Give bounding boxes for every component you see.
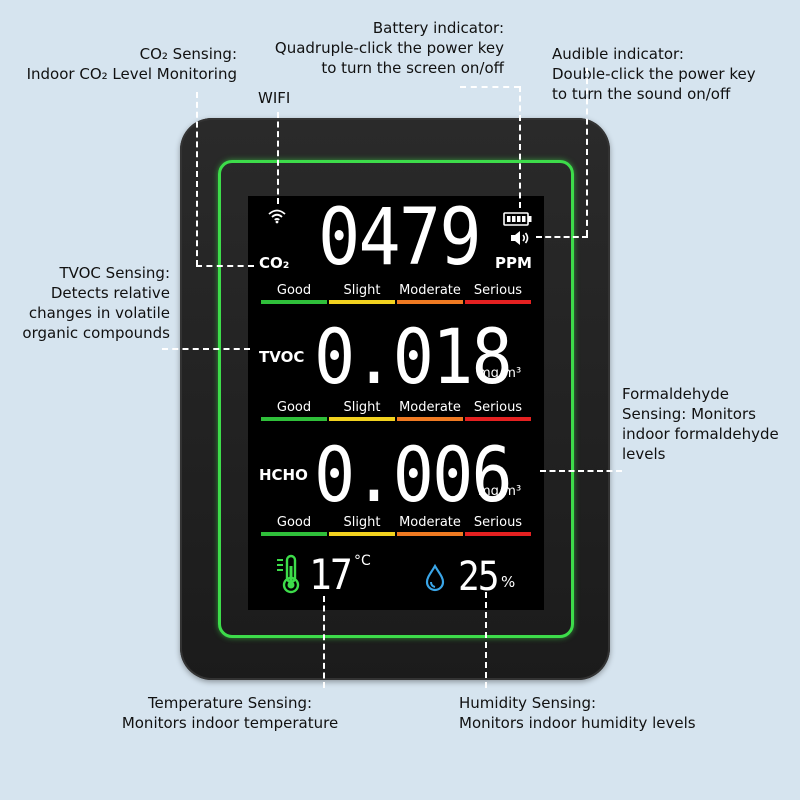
wifi-annotation: WIFI — [258, 88, 290, 108]
leader-line — [519, 86, 521, 208]
co2-value: 0479 — [318, 193, 482, 283]
speaker-icon — [511, 231, 529, 245]
annotation-title: Temperature Sensing: — [147, 694, 313, 712]
screen-frame — [218, 160, 574, 638]
annotation-text: to turn the sound on/off — [552, 85, 731, 103]
annotation-text: to turn the screen on/off — [321, 59, 504, 77]
co2-label: CO₂ — [259, 254, 290, 272]
level-label: Good — [276, 515, 312, 530]
annotation-title: TVOC Sensing: — [59, 264, 170, 282]
level-label: Serious — [473, 515, 523, 530]
level-label: Moderate — [399, 400, 461, 415]
level-label: Serious — [473, 283, 523, 298]
leader-line — [540, 470, 622, 472]
level-bar — [329, 532, 395, 536]
level-label: Slight — [343, 283, 381, 298]
annotation-text: Monitors indoor humidity levels — [459, 714, 696, 732]
level-bar — [261, 300, 327, 304]
level-label: Moderate — [399, 515, 461, 530]
co2-annotation: CO₂ Sensing: Indoor CO₂ Level Monitoring — [27, 44, 237, 84]
battery-annotation: Battery indicator: Quadruple-click the p… — [275, 18, 504, 78]
annotation-text: levels — [622, 445, 666, 463]
annotation-title: WIFI — [258, 89, 291, 107]
tvoc-level-scale: Good Slight Moderate Serious — [261, 400, 531, 422]
annotation-text: Detects relative — [50, 284, 170, 302]
tvoc-annotation: TVOC Sensing: Detects relative changes i… — [22, 263, 170, 343]
tvoc-unit: mg/m³ — [478, 366, 522, 381]
level-label: Moderate — [399, 283, 461, 298]
leader-line — [323, 596, 325, 688]
annotation-title: Battery indicator: — [372, 19, 504, 37]
hcho-annotation: Formaldehyde Sensing: Monitors indoor fo… — [622, 384, 779, 464]
co2-unit: PPM — [495, 254, 532, 272]
level-bar — [261, 417, 327, 421]
leader-line — [536, 236, 588, 238]
annotation-text: Double-click the power key — [552, 65, 756, 83]
level-label: Slight — [343, 400, 381, 415]
tvoc-value: 0.018 — [314, 312, 513, 401]
annotation-text: changes in volatile — [28, 304, 170, 322]
tvoc-label: TVOC — [259, 348, 305, 366]
level-label: Good — [276, 283, 312, 298]
level-bar — [397, 417, 463, 421]
droplet-icon — [425, 564, 445, 592]
level-bar — [329, 417, 395, 421]
annotation-title: Audible indicator: — [552, 45, 684, 63]
hcho-level-scale: Good Slight Moderate Serious — [261, 515, 531, 537]
annotation-title: Humidity Sensing: — [459, 694, 597, 712]
level-bar — [465, 300, 531, 304]
level-label: Serious — [473, 400, 523, 415]
hcho-value: 0.006 — [314, 430, 513, 519]
level-bar — [397, 532, 463, 536]
leader-line — [460, 86, 520, 88]
display-screen — [248, 196, 544, 610]
annotation-text: Quadruple-click the power key — [274, 39, 504, 57]
leader-line — [196, 92, 198, 266]
level-bar — [329, 300, 395, 304]
humidity-annotation: Humidity Sensing: Monitors indoor humidi… — [459, 693, 696, 733]
hcho-label: HCHO — [259, 466, 308, 484]
leader-line — [485, 592, 487, 688]
annotation-title: Formaldehyde — [622, 385, 730, 403]
level-bar — [465, 532, 531, 536]
leader-line — [196, 265, 254, 267]
wifi-icon — [268, 209, 286, 224]
leader-line — [277, 112, 279, 204]
leader-line — [586, 68, 588, 236]
level-label: Good — [276, 400, 312, 415]
audible-annotation: Audible indicator: Double-click the powe… — [552, 44, 756, 104]
level-bar — [465, 417, 531, 421]
annotation-text: Indoor CO₂ Level Monitoring — [26, 65, 237, 83]
annotation-text: Monitors indoor temperature — [121, 714, 339, 732]
annotation-text: indoor formaldehyde — [622, 425, 779, 443]
leader-line — [162, 348, 250, 350]
temperature-unit: °C — [354, 553, 371, 569]
humidity-value: 25 — [458, 554, 500, 600]
co2-level-scale: Good Slight Moderate Serious — [261, 283, 531, 305]
thermometer-icon — [277, 554, 300, 594]
battery-icon — [503, 212, 532, 226]
temperature-annotation: Temperature Sensing: Monitors indoor tem… — [114, 693, 346, 733]
annotation-text: Sensing: Monitors — [622, 405, 756, 423]
level-label: Slight — [343, 515, 381, 530]
hcho-unit: mg/m³ — [478, 484, 522, 499]
annotation-title: CO₂ Sensing: — [139, 45, 237, 63]
annotation-text: organic compounds — [22, 324, 170, 342]
level-bar — [397, 300, 463, 304]
temperature-value: 17 — [309, 550, 353, 599]
level-bar — [261, 532, 327, 536]
humidity-unit: % — [501, 573, 516, 591]
